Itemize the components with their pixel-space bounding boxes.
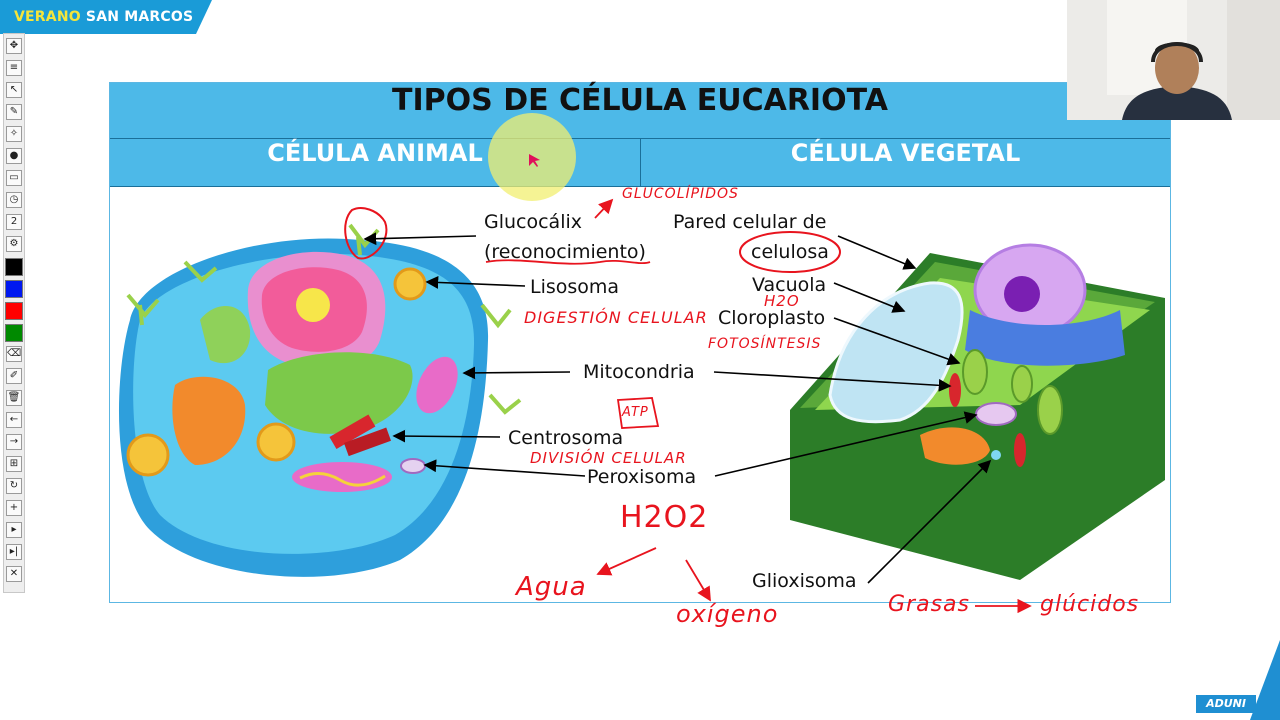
label-pared-celular: Pared celular de	[673, 211, 826, 233]
aduni-logo: ADUNI	[1196, 695, 1256, 713]
label-glucocalix: Glucocálix	[484, 211, 582, 233]
corner-accent	[1250, 640, 1280, 720]
handwriting-fotosintesis: FOTOSÍNTESIS	[708, 336, 821, 352]
handwriting-glucolipidos: GLUCOLÍPIDOS	[622, 186, 739, 202]
handwriting-digestion: DIGESTIÓN CELULAR	[524, 308, 708, 327]
label-celulosa: celulosa	[751, 241, 829, 263]
handwriting-division: DIVISIÓN CELULAR	[530, 449, 687, 467]
handwriting-h2o2: H2O2	[620, 500, 708, 535]
label-centrosoma: Centrosoma	[508, 427, 623, 449]
label-reconocimiento: (reconocimiento)	[484, 241, 646, 263]
handwriting-grasas: Grasas	[888, 592, 970, 617]
animal-cell-illustration	[119, 225, 520, 577]
presenter-video	[1067, 0, 1280, 120]
label-glioxisoma: Glioxisoma	[752, 570, 857, 592]
plant-cell-illustration	[790, 245, 1165, 580]
label-lisosoma: Lisosoma	[530, 276, 619, 298]
handwriting-glucosa: glúcidos	[1040, 592, 1139, 617]
label-peroxisoma: Peroxisoma	[587, 466, 696, 488]
label-cloroplasto: Cloroplasto	[718, 307, 825, 329]
handwriting-atp: ATP	[622, 405, 649, 420]
handwriting-oxigeno: oxígeno	[676, 600, 778, 628]
aduni-logo-text: ADUNI	[1196, 695, 1256, 713]
label-mitocondria: Mitocondria	[583, 361, 695, 383]
webcam-feed	[1067, 0, 1280, 120]
handwriting-agua: Agua	[516, 572, 587, 602]
handwriting-h2o: H2O	[764, 292, 800, 310]
